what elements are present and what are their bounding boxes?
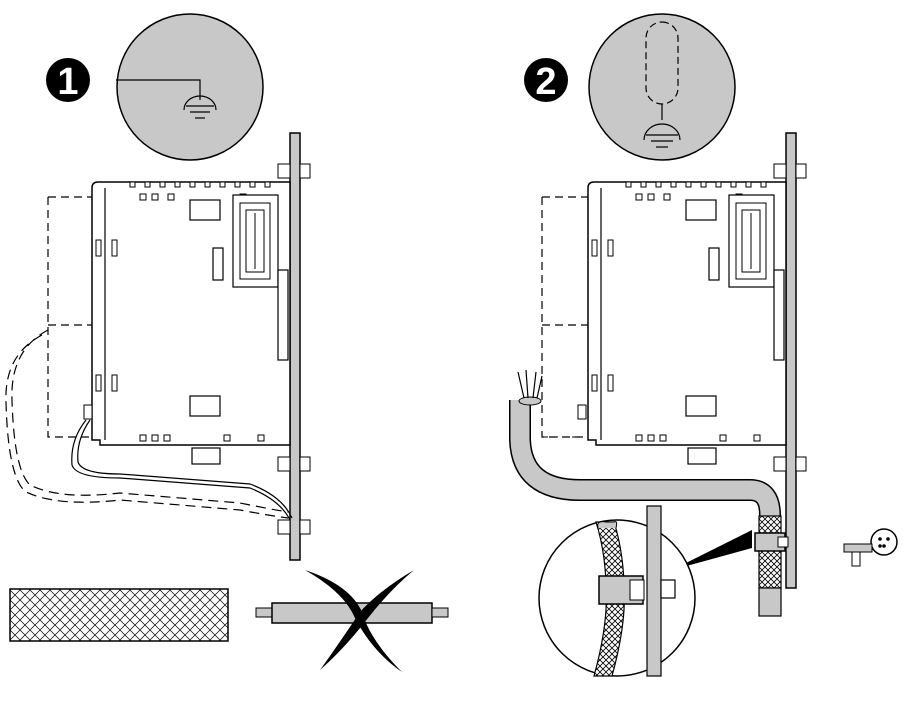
- step-2-detail-circle: [588, 13, 736, 161]
- step-1-module: [47, 181, 291, 465]
- braided-shield-icon: [9, 588, 229, 642]
- cable-clamp-icon: [754, 532, 789, 552]
- step-2-number: 2: [535, 61, 556, 103]
- step-1-badge: 1: [46, 58, 90, 103]
- step-1-wires: [5, 329, 293, 521]
- ground-symbol-icon: [643, 123, 681, 148]
- step-1-detail-circle: [116, 13, 264, 161]
- clamp-part-icon: [843, 528, 898, 567]
- step-2-magnified-detail: [538, 505, 752, 677]
- step-2-module: [541, 181, 787, 465]
- step-2-mounting-rail: [773, 132, 807, 589]
- ground-symbol-icon: [183, 95, 217, 119]
- step-2-badge: 2: [524, 58, 568, 103]
- incorrect-cable: [255, 602, 449, 624]
- step-2-shielded-cable: [509, 369, 789, 617]
- cross-out-icon: [305, 570, 414, 672]
- step-1-number: 1: [57, 61, 78, 103]
